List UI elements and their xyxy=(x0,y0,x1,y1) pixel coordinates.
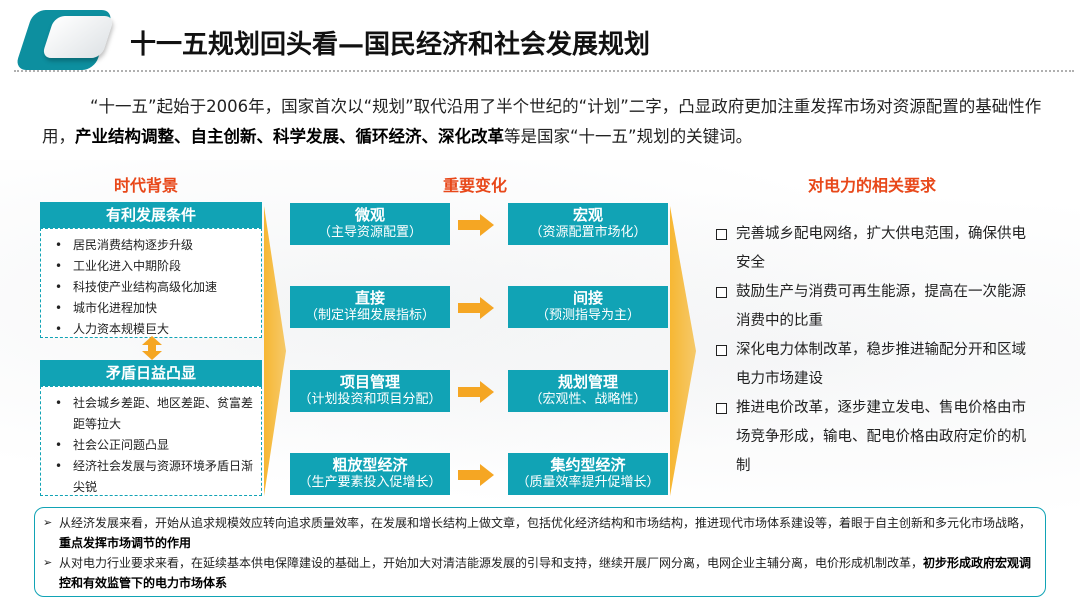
intro-text-2: 等是国家“十一五”规划的关键词。 xyxy=(504,127,753,146)
change-from-box: 直接 （制定详细发展指标） xyxy=(290,286,450,328)
double-arrow-icon xyxy=(142,336,162,360)
change-from-sub: （主导资源配置） xyxy=(317,225,422,240)
change-to-box: 集约型经济 （质量效率提升促增长） xyxy=(508,453,668,495)
list-item: 社会城乡差距、地区差距、贫富差距等拉大 xyxy=(55,393,253,435)
change-to-sub: （预测指导为主） xyxy=(535,308,640,323)
section-title-changes: 重要变化 xyxy=(443,176,508,195)
change-to-box: 宏观 （资源配置市场化） xyxy=(508,203,668,245)
summary-text: 从经济发展来看，开始从追求规模效应转向追求质量效率，在发展和增长结构上做文章，包… xyxy=(59,516,1032,530)
change-from-title: 直接 xyxy=(354,289,385,307)
change-from-box: 微观 （主导资源配置） xyxy=(290,203,450,245)
change-from-sub: （生产要素投入促增长） xyxy=(298,475,442,490)
arrow-right-icon xyxy=(458,214,494,236)
change-to-box: 间接 （预测指导为主） xyxy=(508,286,668,328)
logo xyxy=(14,8,115,70)
requirements-list: 完善城乡配电网络，扩大供电范围，确保供电安全 鼓励生产与消费可再生能源，提高在一… xyxy=(716,220,1028,481)
list-item: 居民消费结构逐步升级 xyxy=(55,235,253,256)
change-from-box: 项目管理 （计划投资和项目分配） xyxy=(290,370,450,412)
chevron-right-icon xyxy=(670,206,696,496)
change-to-title: 间接 xyxy=(572,289,603,307)
change-to-sub: （宏观性、战略性） xyxy=(529,392,647,407)
change-from-title: 微观 xyxy=(354,206,385,224)
page-title: 十一五规划回头看—国民经济和社会发展规划 xyxy=(130,30,651,60)
requirement-item: 深化电力体制改革，稳步推进输配分开和区域电力市场建设 xyxy=(716,336,1028,394)
summary-bold: 初步形成政府宏观调控和有效监管下的电力市场体系 xyxy=(59,556,1032,590)
requirement-item: 鼓励生产与消费可再生能源，提高在一次能源消费中的比重 xyxy=(716,278,1028,336)
list-item: 城市化进程加快 xyxy=(55,298,253,319)
list-item: 经济社会发展与资源环境矛盾日渐尖锐 xyxy=(55,456,253,498)
section-title-requirements: 对电力的相关要求 xyxy=(808,176,937,195)
change-from-sub: （制定详细发展指标） xyxy=(304,308,435,323)
change-to-sub: （质量效率提升促增长） xyxy=(516,475,660,490)
list-item: 社会公正问题凸显 xyxy=(55,435,253,456)
change-to-title: 规划管理 xyxy=(557,373,618,391)
chevron-right-icon xyxy=(264,206,286,496)
change-from-sub: （计划投资和项目分配） xyxy=(298,392,442,407)
intro-bold: 产业结构调整、自主创新、科学发展、循环经济、深化改革 xyxy=(75,127,504,146)
change-to-title: 集约型经济 xyxy=(550,456,626,474)
change-to-sub: （资源配置市场化） xyxy=(529,225,647,240)
arrow-right-icon xyxy=(458,464,494,486)
title-divider xyxy=(14,70,1074,72)
arrow-right-icon xyxy=(458,381,494,403)
list-item: 科技使产业结构高级化加速 xyxy=(55,277,253,298)
requirement-item: 完善城乡配电网络，扩大供电范围，确保供电安全 xyxy=(716,220,1028,278)
favorable-conditions-header: 有利发展条件 xyxy=(40,202,262,228)
intro-text-1: “十一五”起始于2006年，国家首次以“规划”取代沿用了半个世纪的“计划”二字，… xyxy=(42,97,1042,146)
section-title-background: 时代背景 xyxy=(114,176,179,195)
summary-item: 从对电力行业要求来看，在延续基本供电保障建设的基础上，开始加大对清洁能源发展的引… xyxy=(43,553,1033,593)
change-to-box: 规划管理 （宏观性、战略性） xyxy=(508,370,668,412)
summary-box: 从经济发展来看，开始从追求规模效应转向追求质量效率，在发展和增长结构上做文章，包… xyxy=(34,507,1046,597)
change-from-title: 项目管理 xyxy=(339,373,400,391)
list-item: 工业化进入中期阶段 xyxy=(55,256,253,277)
change-to-title: 宏观 xyxy=(572,206,603,224)
requirement-item: 推进电价改革，逐步建立发电、售电价格由市场竞争形成，输电、配电价格由政府定价的机… xyxy=(716,394,1028,481)
summary-bold: 重点发挥市场调节的作用 xyxy=(59,536,192,550)
change-from-box: 粗放型经济 （生产要素投入促增长） xyxy=(290,453,450,495)
list-item: 人力资本规模巨大 xyxy=(55,319,253,340)
conflicts-header: 矛盾日益凸显 xyxy=(40,360,262,386)
logo-front-shape xyxy=(41,16,115,58)
conflicts-list: 社会城乡差距、地区差距、贫富差距等拉大 社会公正问题凸显 经济社会发展与资源环境… xyxy=(40,386,262,496)
summary-item: 从经济发展来看，开始从追求规模效应转向追求质量效率，在发展和增长结构上做文章，包… xyxy=(43,513,1033,553)
change-from-title: 粗放型经济 xyxy=(332,456,408,474)
favorable-conditions-list: 居民消费结构逐步升级 工业化进入中期阶段 科技使产业结构高级化加速 城市化进程加… xyxy=(40,228,262,340)
intro-paragraph: “十一五”起始于2006年，国家首次以“规划”取代沿用了半个世纪的“计划”二字，… xyxy=(42,92,1052,152)
arrow-right-icon xyxy=(458,297,494,319)
summary-text: 从对电力行业要求来看，在延续基本供电保障建设的基础上，开始加大对清洁能源发展的引… xyxy=(59,556,924,570)
